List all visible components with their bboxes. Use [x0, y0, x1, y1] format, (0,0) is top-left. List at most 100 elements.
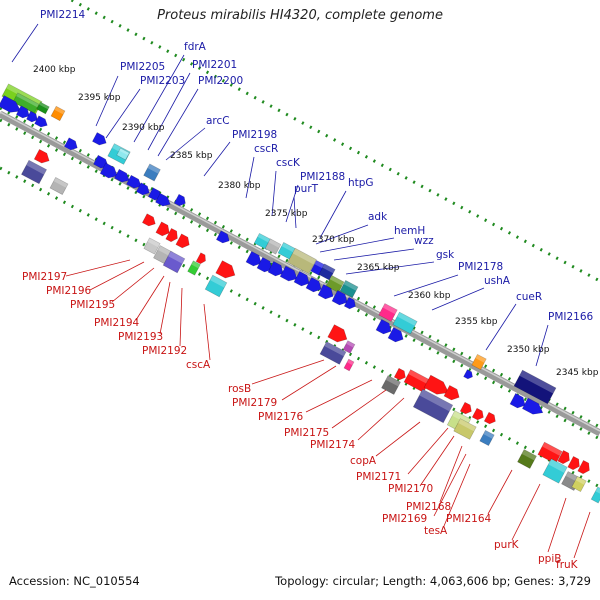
gene-box — [339, 280, 359, 298]
leader-line — [89, 261, 145, 291]
gene-label-top: PMI2205 — [120, 61, 165, 73]
gene-label-bottom: PMI2175 — [284, 427, 329, 439]
gene-arrow — [173, 193, 186, 207]
leader-line — [419, 435, 455, 487]
leader-line — [431, 287, 485, 311]
leader-line — [203, 141, 231, 177]
leader-line — [439, 445, 463, 503]
gene-arrow — [165, 227, 178, 243]
kbp-tick-label: 2400 kbp — [33, 65, 76, 75]
gene-arrow — [215, 260, 236, 279]
genome-summary-text: Topology: circular; Length: 4,063,606 bp… — [275, 574, 591, 588]
gene-box — [479, 429, 495, 447]
kbp-tick-label: 2395 kbp — [78, 93, 121, 103]
gene-arrow — [256, 257, 273, 273]
kbp-tick-label: 2380 kbp — [218, 181, 261, 191]
gene-arrow — [92, 132, 107, 146]
leader-line — [159, 281, 171, 335]
gene-label-bottom: PMI2179 — [232, 397, 277, 409]
gene-label-top: cscR — [254, 143, 278, 155]
leader-line — [393, 274, 459, 297]
gene-label-bottom: PMI2193 — [118, 331, 163, 343]
gene-arrow — [521, 397, 544, 415]
gene-arrow — [126, 174, 142, 189]
leader-line — [165, 127, 206, 161]
gene-box — [513, 369, 557, 405]
leader-line — [433, 453, 467, 517]
kbp-tick-label: 2365 kbp — [357, 263, 400, 273]
kbp-tick-label: 2385 kbp — [170, 151, 213, 161]
gene-box — [381, 375, 401, 395]
gene-arrow — [375, 319, 392, 335]
gene-box — [342, 340, 356, 354]
gene-label-bottom: PMI2168 — [406, 501, 451, 513]
leader-line — [487, 469, 513, 515]
gene-label-top: purT — [294, 183, 319, 195]
kbp-tick-label: 2360 kbp — [408, 291, 451, 301]
label-leaders — [11, 23, 591, 559]
gene-box — [542, 458, 568, 484]
leader-line — [111, 267, 155, 303]
gene-box — [571, 475, 587, 493]
gene-arrow — [331, 290, 348, 306]
gene-label-top: PMI2201 — [192, 59, 237, 71]
gene-arrow — [387, 327, 404, 343]
gene-arrow — [0, 95, 22, 113]
gene-label-top: adk — [368, 211, 388, 223]
gene-arrow — [155, 192, 171, 207]
gene-label-top: PMI2214 — [40, 9, 86, 21]
gene-arrow — [141, 213, 156, 227]
gene-arrow — [463, 369, 473, 380]
gene-label-bottom: PMI2195 — [70, 299, 115, 311]
gene-box — [392, 311, 418, 335]
leader-line — [573, 511, 591, 559]
leader-line — [319, 190, 347, 239]
gene-arrow — [279, 265, 298, 282]
gene-box — [21, 159, 47, 185]
gene-label-top: PMI2203 — [140, 75, 185, 87]
gene-label-top: cueR — [516, 291, 542, 303]
gene-box — [49, 177, 69, 195]
leader-line — [203, 303, 211, 361]
kbp-tick-label: 2355 kbp — [455, 317, 498, 327]
gene-label-top: cscK — [276, 157, 301, 169]
leader-line — [443, 463, 471, 527]
gene-arrow — [135, 182, 150, 196]
gene-label-bottom: tesA — [424, 525, 448, 537]
leader-line — [293, 196, 297, 229]
gene-label-top: PMI2200 — [198, 75, 243, 87]
gene-arrow — [509, 393, 526, 409]
leader-line — [345, 261, 435, 275]
gene-label-top: fdrA — [184, 41, 207, 53]
gene-label-top: PMI2178 — [458, 261, 503, 273]
gene-arrow — [459, 401, 472, 415]
gene-label-top: PMI2198 — [232, 129, 277, 141]
map-title: Proteus mirabilis HI4320, complete genom… — [157, 8, 443, 23]
gene-arrow — [33, 148, 50, 164]
gene-arrow — [195, 252, 206, 265]
gene-box — [36, 101, 50, 115]
gene-label-bottom: PMI2164 — [446, 513, 492, 525]
gene-box — [403, 369, 431, 393]
leader-line — [11, 23, 39, 63]
gene-box — [116, 147, 130, 161]
gene-box — [343, 358, 355, 372]
gene-arrow — [34, 115, 48, 128]
gene-box — [517, 449, 537, 469]
gene-box — [143, 163, 161, 182]
gene-arrow — [483, 411, 496, 425]
leader-line — [485, 303, 517, 351]
kbp-tick-label: 2370 kbp — [312, 235, 355, 245]
gene-box — [50, 105, 66, 122]
gene-arrow — [215, 230, 230, 244]
leader-line — [281, 365, 337, 401]
gene-label-bottom: purK — [494, 539, 520, 551]
gene-box — [143, 237, 161, 255]
gene-arrow — [327, 324, 348, 343]
leader-line — [315, 224, 369, 245]
leader-line — [285, 184, 299, 223]
guide-outer-top — [68, 0, 600, 283]
